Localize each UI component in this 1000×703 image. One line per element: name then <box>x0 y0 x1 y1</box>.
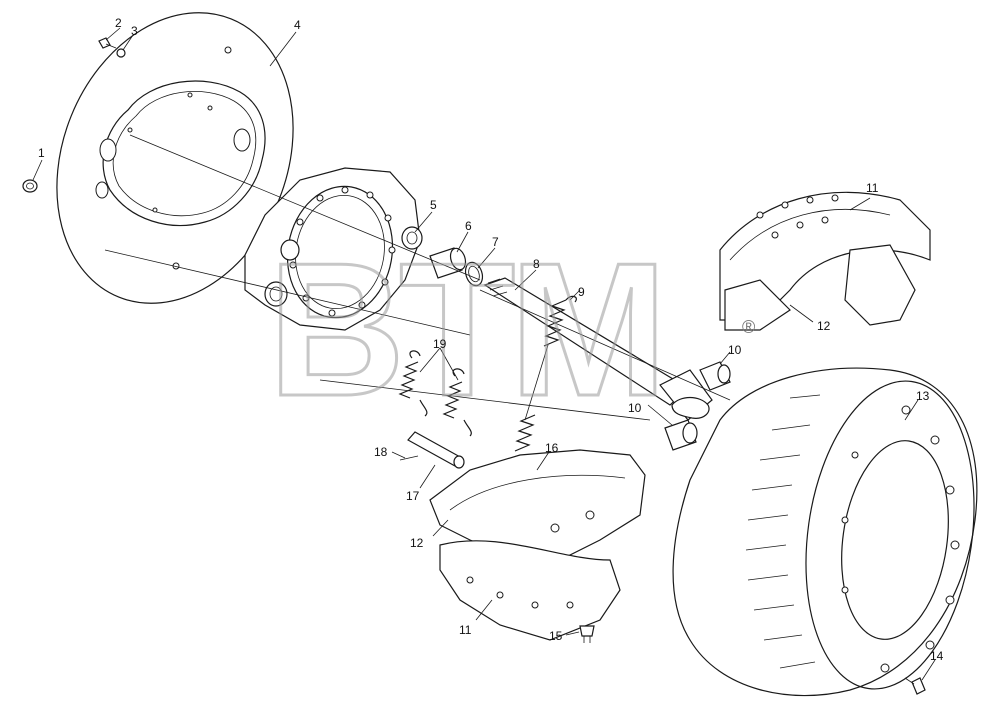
brake-drum <box>672 367 978 697</box>
callout-6: 6 <box>465 219 472 233</box>
camshaft-part-8 <box>483 277 713 421</box>
callout-9: 9 <box>578 285 585 299</box>
bushing-part-6 <box>429 247 467 279</box>
brake-spider <box>244 167 423 331</box>
callout-15: 15 <box>549 629 563 643</box>
callout-19: 19 <box>433 337 447 351</box>
brake-shoe-upper <box>719 191 931 331</box>
callout-labels: 1 2 3 4 5 6 7 8 9 10 10 11 11 12 12 13 1… <box>38 16 944 663</box>
callout-8: 8 <box>533 257 540 271</box>
callout-14: 14 <box>930 649 944 663</box>
callout-18: 18 <box>374 445 388 459</box>
plug-part-1 <box>22 179 38 193</box>
callout-12-upper: 12 <box>817 319 831 333</box>
callout-7: 7 <box>492 235 499 249</box>
callout-11-upper: 11 <box>866 181 879 195</box>
callout-3: 3 <box>131 24 138 38</box>
washer-part-3 <box>116 48 126 58</box>
roller-part-10-upper <box>699 361 731 391</box>
bolt-part-2 <box>98 37 117 49</box>
brake-shoe-lower <box>429 449 646 641</box>
callout-11-lower: 11 <box>459 623 472 637</box>
spring-part-19-right <box>442 368 472 437</box>
callout-2: 2 <box>115 16 122 30</box>
callout-4: 4 <box>294 18 301 32</box>
callout-16: 16 <box>545 441 559 455</box>
bolt-part-14 <box>904 677 926 695</box>
leader-lines <box>32 27 936 681</box>
roller-part-10-lower <box>664 419 698 451</box>
callout-17: 17 <box>406 489 420 503</box>
callout-10-lower: 10 <box>628 401 642 415</box>
anchor-pin-part-17 <box>407 431 465 469</box>
center-lines <box>104 134 731 421</box>
cotter-pin-part-18 <box>399 455 419 461</box>
watermark-registered-mark: ® <box>742 317 755 337</box>
bolt-part-15 <box>579 625 595 643</box>
btm-watermark: BTM ® <box>267 223 756 438</box>
callout-12-lower: 12 <box>410 536 424 550</box>
watermark-text: BTM <box>268 224 662 436</box>
callout-10-upper: 10 <box>728 343 742 357</box>
spring-part-19-left <box>398 350 428 417</box>
callout-5: 5 <box>430 198 437 212</box>
callout-1: 1 <box>38 146 45 160</box>
dust-shield <box>56 12 294 304</box>
callout-13: 13 <box>916 389 930 403</box>
